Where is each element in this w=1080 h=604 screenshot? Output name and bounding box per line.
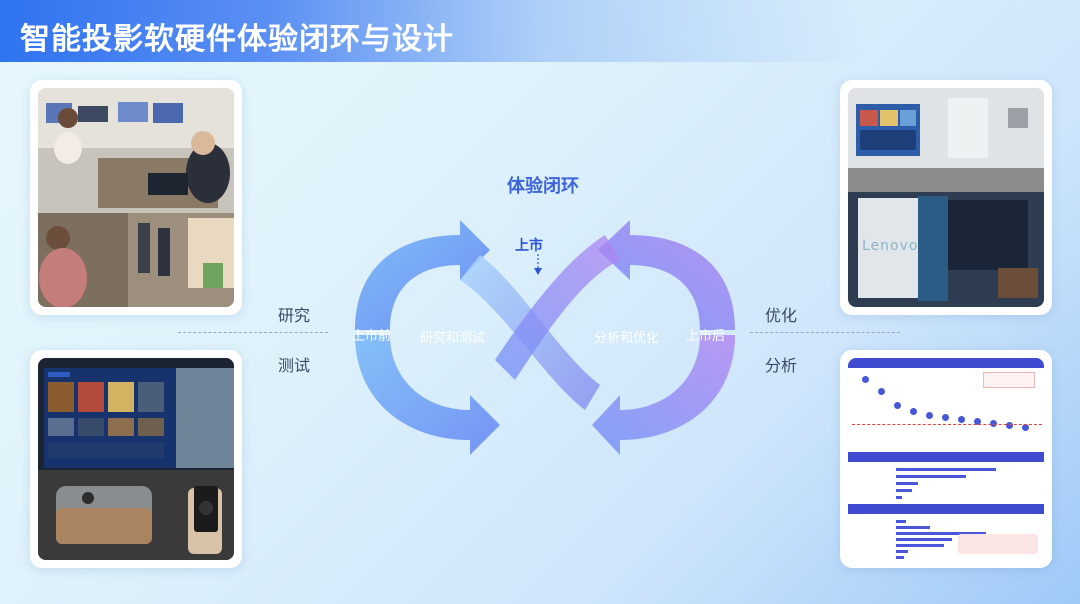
photo-card-home: Lenovo bbox=[840, 80, 1052, 315]
page-title: 智能投影软硬件体验闭环与设计 bbox=[20, 22, 454, 57]
post-launch-label: 上市后 bbox=[686, 329, 726, 344]
feedback-analysis-report bbox=[848, 358, 1044, 560]
label-research: 研究 bbox=[278, 306, 311, 325]
loop-title: 体验闭环 bbox=[507, 176, 579, 197]
launch-arrow-icon bbox=[534, 254, 542, 275]
projector-home-usage-image bbox=[848, 88, 1044, 307]
report-header-1 bbox=[848, 358, 1044, 368]
pre-launch-label: 上市前 bbox=[352, 329, 392, 344]
label-optimize: 优化 bbox=[765, 306, 798, 325]
launch-label: 上市 bbox=[515, 238, 543, 254]
loop-arc-right-bottom bbox=[592, 335, 735, 455]
title-bar bbox=[0, 0, 1080, 62]
photo-card-product bbox=[30, 350, 242, 568]
user-research-lab-image bbox=[38, 88, 234, 307]
brand-logo-lenovo: Lenovo bbox=[862, 238, 919, 254]
label-analyze: 分析 bbox=[765, 356, 798, 375]
left-divider bbox=[178, 332, 328, 333]
label-test: 测试 bbox=[278, 356, 311, 375]
photo-card-report bbox=[840, 350, 1052, 568]
projector-product-image bbox=[38, 358, 234, 560]
loop-arc-left-top bbox=[355, 220, 490, 330]
photo-card-research bbox=[30, 80, 242, 315]
experience-loop-diagram bbox=[355, 220, 735, 455]
loop-arc-left-bottom bbox=[355, 335, 500, 455]
research-test-label: 研究和测试 bbox=[420, 331, 486, 346]
loop-cross-up bbox=[495, 235, 620, 380]
report-highlight-note bbox=[958, 534, 1038, 554]
loop-arc-right-top bbox=[598, 220, 735, 330]
right-divider bbox=[750, 332, 900, 333]
analyze-optimize-label: 分析和优化 bbox=[594, 331, 660, 346]
report-header-3 bbox=[848, 504, 1044, 514]
report-header-2 bbox=[848, 452, 1044, 462]
